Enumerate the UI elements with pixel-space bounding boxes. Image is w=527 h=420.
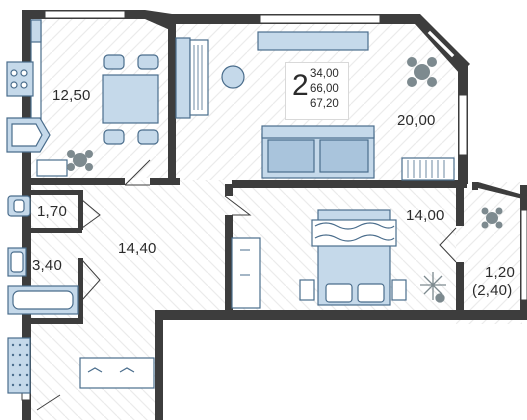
- apartment-summary-badge: 2 34,00 66,00 67,20: [285, 62, 349, 120]
- balcony-area-label: 1,20: [485, 264, 515, 281]
- area-summary: 34,00 66,00 67,20: [310, 67, 339, 112]
- hall-wardrobe: [79, 357, 155, 389]
- bedroom-furniture: [231, 209, 407, 309]
- hall-area-label: 14,40: [118, 240, 157, 257]
- living-area-value: 34,00: [310, 68, 339, 80]
- balcony-reduced-area-label: (2,40): [472, 282, 513, 299]
- balcony-plant-icon: [481, 207, 503, 229]
- living-plant-icon: [407, 57, 437, 87]
- total-with-balcony-value: 67,20: [310, 98, 339, 110]
- living-furniture: [175, 31, 455, 181]
- bathroom-tile-grid: [11, 343, 29, 387]
- bedroom-area-label: 14,00: [406, 207, 445, 224]
- door-swings: [36, 159, 457, 411]
- bathroom-fixtures: [7, 195, 79, 394]
- total-area-value: 66,00: [310, 83, 339, 95]
- kitchen-furniture: [6, 19, 159, 177]
- bathroom-area-label: 3,40: [32, 257, 62, 274]
- bedroom-plant-icon: [420, 272, 446, 303]
- toilet-area-label: 1,70: [37, 203, 67, 220]
- kitchen-plant-icon: [67, 150, 93, 171]
- living-room-area-label: 20,00: [397, 112, 436, 129]
- rooms-count: 2: [292, 69, 309, 102]
- kitchen-area-label: 12,50: [52, 87, 91, 104]
